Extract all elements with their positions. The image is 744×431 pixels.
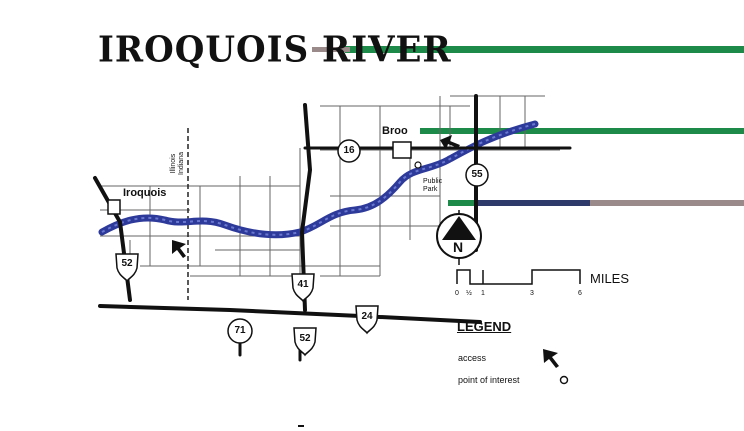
map-title: IROQUOIS RIVER xyxy=(98,29,452,72)
accent-bar-mauve-top xyxy=(312,47,350,52)
route-shield-55 xyxy=(465,163,489,187)
scale-tick: 6 xyxy=(578,290,582,297)
route-shield-71 xyxy=(227,318,253,344)
route-number-41: 41 xyxy=(297,279,309,290)
legend-item-point-of-interest: point of interest xyxy=(458,375,520,385)
route-number-16: 16 xyxy=(343,145,355,156)
us-shield-52-west xyxy=(115,253,139,283)
us-shield-52-south xyxy=(293,327,317,357)
accent-bar-mauve-low xyxy=(480,200,744,206)
scale-tick: 3 xyxy=(530,290,534,297)
us-shield-24 xyxy=(355,305,379,335)
route-number-55: 55 xyxy=(471,169,483,180)
legend-title: LEGEND xyxy=(457,319,512,334)
section-grid xyxy=(100,95,560,277)
compass-north-letter: N xyxy=(453,239,464,255)
place-iroquois: Iroquois xyxy=(123,187,167,199)
us-shield-41 xyxy=(291,273,315,303)
access-arrow-icon xyxy=(172,240,186,258)
page-mark xyxy=(298,425,304,427)
north-compass-icon xyxy=(436,210,482,265)
accent-bar-green-low xyxy=(448,200,478,206)
state-label-indiana: Indiana xyxy=(177,152,185,175)
iroquois-town-box xyxy=(107,199,121,215)
brook-town-box xyxy=(392,141,412,159)
public-park-point-icon xyxy=(414,161,422,169)
legend-item-access: access xyxy=(458,353,487,363)
legend-point-icon xyxy=(559,375,569,385)
route-number-71: 71 xyxy=(234,325,246,336)
access-arrow-icon xyxy=(440,135,460,150)
accent-bar-green-top xyxy=(345,46,744,53)
route-shield-16 xyxy=(337,139,361,163)
accent-bar-navy-low xyxy=(470,200,590,206)
scale-tick: ½ xyxy=(466,290,472,297)
scale-bar xyxy=(456,269,581,285)
route-number-24: 24 xyxy=(361,311,373,322)
place-public-park: Public Park xyxy=(423,178,443,193)
iroquois-river xyxy=(98,120,539,239)
accent-bar-green-mid xyxy=(420,128,744,134)
scale-tick: 1 xyxy=(481,290,485,297)
state-label-illinois: Illinois xyxy=(170,153,178,174)
route-number-52-south: 52 xyxy=(299,333,311,344)
legend-access-arrow-icon xyxy=(543,349,559,368)
place-brook: Broo xyxy=(382,125,408,137)
route-number-52-west: 52 xyxy=(121,258,133,269)
scale-tick: 0 xyxy=(455,290,459,297)
scale-unit: MILES xyxy=(590,271,630,286)
